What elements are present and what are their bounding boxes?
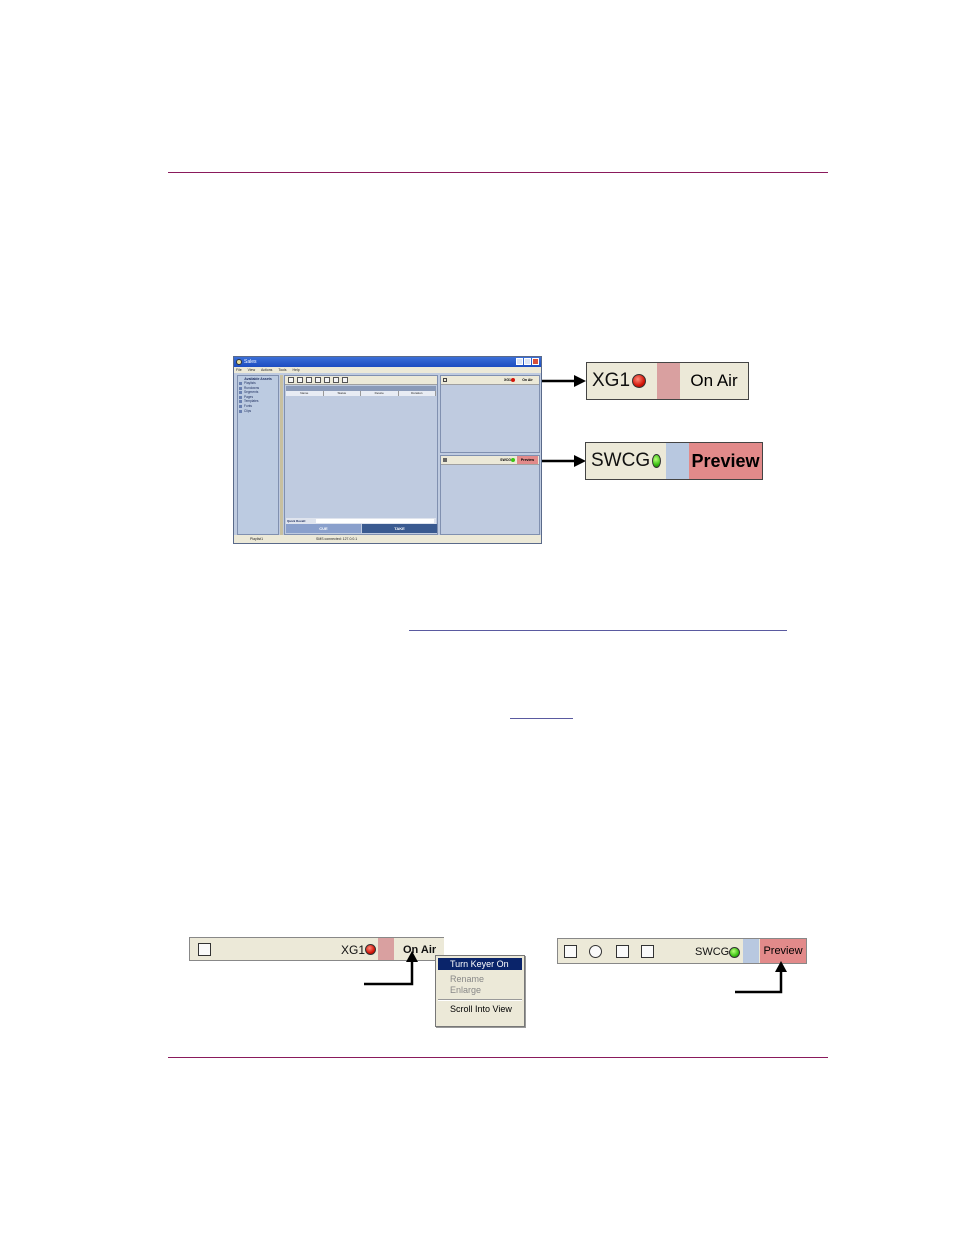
column-duration[interactable]: Duration xyxy=(399,391,436,396)
footer-rule xyxy=(168,1057,828,1058)
swcg-callout: SWCG Preview xyxy=(585,442,763,480)
pointer-arrow-left xyxy=(364,951,418,986)
open-icon[interactable] xyxy=(297,377,303,383)
xg1-channel-name: XG1 xyxy=(503,378,511,382)
menu-bar: File View Actions Tools Help xyxy=(234,367,541,373)
quick-recall-label: Quick Recall: xyxy=(287,519,307,523)
header-rule xyxy=(168,172,828,173)
menu-item-turn-keyer-on[interactable]: Turn Keyer On xyxy=(438,958,522,970)
app-icon xyxy=(236,359,242,365)
cross-reference-link[interactable] xyxy=(409,630,787,631)
xg1-channel-strip: XG1 On Air xyxy=(189,937,444,961)
status-bar: Playlist1 SMS connected: 127.0.0.1 xyxy=(234,535,541,543)
new-icon[interactable] xyxy=(288,377,294,383)
red-led-icon xyxy=(511,378,515,382)
green-led-icon xyxy=(729,947,740,958)
menu-item-enlarge: Enlarge xyxy=(450,985,482,995)
edit-icon[interactable] xyxy=(641,945,654,958)
available-assets-panel: Available Assets Playlists Rundowns Segm… xyxy=(237,375,279,535)
column-status[interactable]: Status xyxy=(324,391,361,396)
refresh-icon[interactable] xyxy=(589,945,602,958)
column-device[interactable]: Device xyxy=(361,391,399,396)
properties-icon[interactable] xyxy=(333,377,339,383)
asset-item[interactable]: Templates xyxy=(238,399,278,404)
asset-item[interactable]: Playlists xyxy=(238,381,278,386)
paste-icon[interactable] xyxy=(324,377,330,383)
callout-arrows xyxy=(542,375,586,467)
maximize-icon[interactable] xyxy=(524,358,531,365)
menu-file[interactable]: File xyxy=(236,368,242,372)
xg1-channel-bar: XG1 On Air xyxy=(441,376,539,385)
keyer-indicator xyxy=(666,443,689,479)
keyer-indicator xyxy=(378,938,394,960)
pointer-arrow-right xyxy=(735,961,787,994)
xg1-on-air-status[interactable]: On Air xyxy=(517,376,538,384)
toolbar-icons[interactable] xyxy=(443,458,483,462)
window-title: Sales xyxy=(244,359,257,365)
edit-icon[interactable] xyxy=(198,943,211,956)
swcg-channel-name: SWCG xyxy=(500,458,511,462)
xg1-callout: XG1 On Air xyxy=(586,362,749,400)
menu-tools[interactable]: Tools xyxy=(278,368,287,372)
keyer-indicator xyxy=(657,363,680,399)
asset-item[interactable]: Rundowns xyxy=(238,386,278,391)
keyer-indicator xyxy=(743,939,759,963)
menu-actions[interactable]: Actions xyxy=(260,368,273,372)
green-led-icon xyxy=(652,454,661,468)
panel-splitter[interactable] xyxy=(280,375,283,535)
asset-item[interactable]: Segments xyxy=(238,390,278,395)
save-icon[interactable] xyxy=(564,945,577,958)
menu-item-scroll-into-view[interactable]: Scroll Into View xyxy=(450,1004,512,1014)
edit-icon[interactable] xyxy=(443,378,447,382)
column-name[interactable]: Name xyxy=(286,391,324,396)
window-title-bar: Sales xyxy=(234,357,541,367)
playlist-panel: Name Status Device Duration Quick Recall… xyxy=(284,375,438,535)
swcg-channel-strip: SWCG Preview xyxy=(557,938,807,964)
context-menu: Turn Keyer On Rename Enlarge Scroll Into… xyxy=(435,955,525,1027)
xg1-channel-panel: XG1 On Air xyxy=(440,375,540,453)
cue-button[interactable]: CUE xyxy=(286,524,361,533)
swcg-callout-name: SWCG xyxy=(586,443,666,479)
swcg-strip-state[interactable]: Preview xyxy=(760,939,806,963)
menu-separator xyxy=(438,999,522,1001)
asset-item[interactable]: Clips xyxy=(238,409,278,414)
menu-help[interactable]: Help xyxy=(292,368,300,372)
assets-header: Available Assets xyxy=(244,377,272,381)
xg1-strip-name: XG1 xyxy=(341,943,366,957)
playlist-toolbar xyxy=(285,376,437,385)
menu-item-rename: Rename xyxy=(450,974,485,984)
copy-icon[interactable] xyxy=(616,945,629,958)
asset-item[interactable]: Pages xyxy=(238,395,278,400)
minimize-icon[interactable] xyxy=(516,358,523,365)
quick-recall-input[interactable] xyxy=(316,519,434,523)
swcg-channel-panel: SWCG Preview xyxy=(440,455,540,535)
take-button[interactable]: TAKE xyxy=(362,524,437,533)
grid-title-bar xyxy=(286,386,436,391)
asset-item[interactable]: Fonts xyxy=(238,404,278,409)
xg1-callout-state: On Air xyxy=(680,363,748,399)
cross-reference-link[interactable] xyxy=(510,718,573,719)
status-connection: SMS connected: 127.0.0.1 xyxy=(316,537,358,541)
swcg-callout-state: Preview xyxy=(689,443,762,479)
swcg-strip-name: SWCG xyxy=(695,946,730,958)
red-led-icon xyxy=(632,374,647,388)
copy-icon[interactable] xyxy=(315,377,321,383)
swcg-channel-bar: SWCG Preview xyxy=(441,456,539,465)
swcg-preview-status[interactable]: Preview xyxy=(517,456,538,464)
grid-column-headers: Name Status Device Duration xyxy=(286,391,436,396)
green-led-icon xyxy=(511,458,515,462)
xg1-callout-name: XG1 xyxy=(587,363,657,399)
close-icon[interactable] xyxy=(532,358,539,365)
red-led-icon xyxy=(365,944,376,955)
save-icon[interactable] xyxy=(306,377,312,383)
insert-icon[interactable] xyxy=(342,377,348,383)
app-window-screenshot: Sales File View Actions Tools Help Avail… xyxy=(233,356,542,544)
menu-view[interactable]: View xyxy=(247,368,256,372)
status-playlist: Playlist1 xyxy=(250,537,264,541)
quick-recall-bar: Quick Recall: xyxy=(286,518,436,524)
